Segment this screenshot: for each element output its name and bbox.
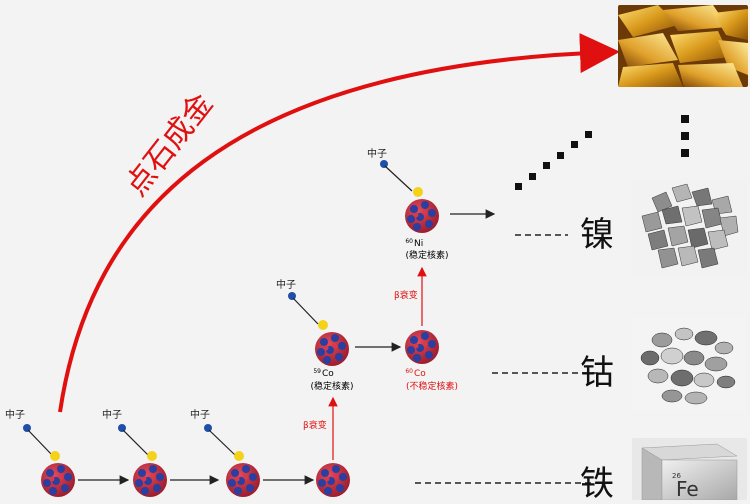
element-label-cobalt: 钴: [580, 353, 614, 393]
neutron-label: 中子: [5, 408, 25, 421]
cobalt-pieces-image: [632, 318, 747, 410]
nucleus-icon: [133, 463, 167, 497]
nuclide-co60: 60 Co (不稳定核素): [405, 330, 458, 392]
neutron-icon: [380, 160, 388, 168]
svg-text:(稳定核素): (稳定核素): [310, 380, 353, 392]
iron-cube-image: 26 Fe: [632, 438, 747, 500]
neutron-icon: [23, 424, 31, 432]
element-label-nickel: 镍: [580, 215, 614, 255]
capture-step-2: 中子: [102, 408, 167, 497]
nucleus-icon: [41, 463, 75, 497]
svg-text:Co: Co: [414, 369, 426, 379]
neutron-label: 中子: [190, 408, 210, 421]
svg-text:Ni: Ni: [414, 239, 423, 249]
beta-decay-label: β衰变: [394, 289, 418, 301]
svg-text:59: 59: [313, 368, 321, 375]
element-label-iron: 铁: [580, 464, 614, 504]
electron-icon: [147, 451, 157, 461]
svg-text:60: 60: [405, 238, 413, 245]
nickel-pieces-image: [632, 178, 747, 278]
capture-step-1: 中子: [5, 408, 75, 497]
svg-text:(稳定核素): (稳定核素): [405, 249, 448, 261]
svg-text:60: 60: [405, 368, 413, 375]
transmutation-arrow: [58, 33, 620, 413]
nuclide-ni60: 中子 60 Ni (稳定核素): [367, 147, 449, 261]
neutron-label: 中子: [102, 408, 122, 421]
iron-symbol: Fe: [676, 477, 699, 500]
electron-icon: [234, 451, 244, 461]
electron-icon: [318, 320, 328, 330]
neutron-label: 中子: [367, 147, 387, 160]
beta-decay-label: β衰变: [303, 419, 327, 431]
electron-icon: [413, 187, 423, 197]
arrow-caption: 点石成金: [119, 87, 220, 203]
nucleus-icon: [316, 463, 350, 497]
nucleus-icon: [226, 463, 260, 497]
capture-step-3: 中子: [190, 408, 260, 497]
iron-atomic-number: 26: [672, 472, 681, 480]
svg-text:(不稳定核素): (不稳定核素): [406, 380, 458, 392]
svg-text:Co: Co: [322, 369, 334, 379]
electron-icon: [50, 451, 60, 461]
gold-bars-image: [618, 5, 748, 87]
nuclide-co59: 中子 59 Co (稳定核素): [276, 278, 354, 392]
continuation-dots: [515, 115, 689, 190]
neutron-icon: [288, 292, 296, 300]
neutron-icon: [118, 424, 126, 432]
neutron-icon: [204, 424, 212, 432]
neutron-label: 中子: [276, 278, 296, 291]
